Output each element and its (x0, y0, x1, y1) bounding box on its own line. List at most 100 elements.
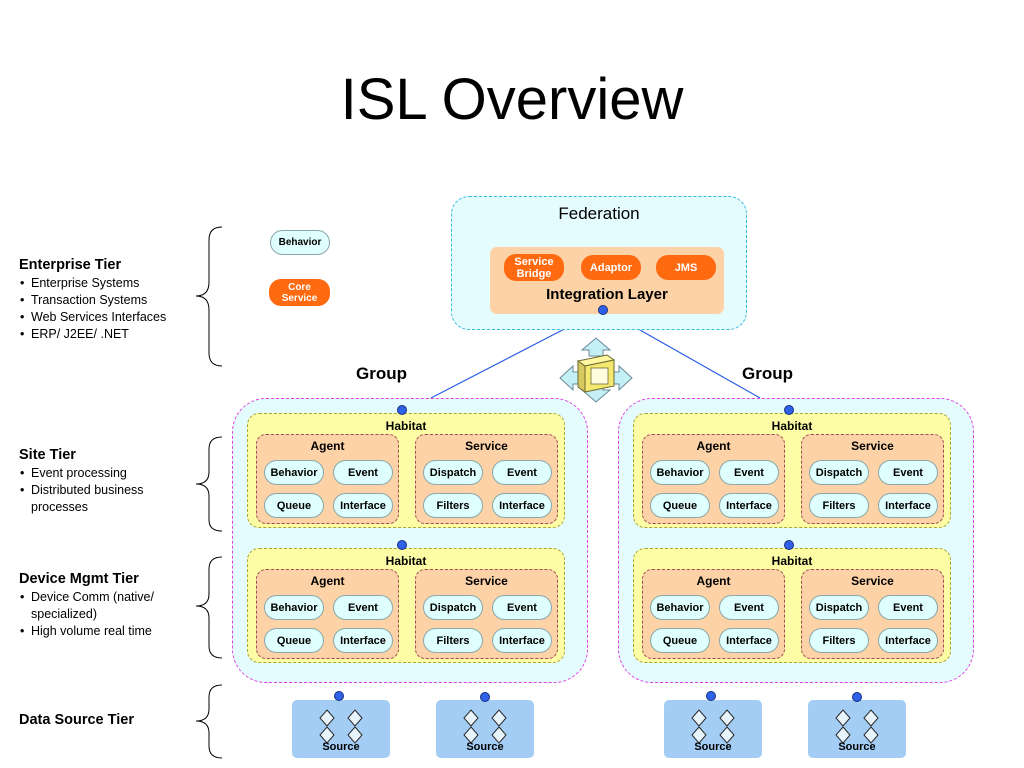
service-component: Dispatch (423, 460, 483, 485)
tier-title: Device Mgmt Tier (19, 571, 139, 587)
connector-dot (784, 405, 794, 415)
data-source: Source (292, 700, 390, 758)
tier-bullet: Transaction Systems (19, 292, 204, 309)
agent-component: Event (333, 595, 393, 620)
source-diamonds-icon (835, 709, 879, 744)
service-component: Filters (423, 493, 483, 518)
service-component: Filters (423, 628, 483, 653)
federation-label: Federation (558, 204, 640, 223)
source-label: Source (322, 741, 360, 753)
service-label: Service (465, 574, 508, 588)
tier-title: Data Source Tier (19, 712, 134, 728)
group-label-left: Group (356, 364, 407, 383)
agent-component: Queue (650, 628, 710, 653)
service-component: Interface (878, 493, 938, 518)
source-label: Source (466, 741, 504, 753)
site-tier: Site Tier Event processing Distributed b… (19, 446, 184, 516)
agent-label: Agent (696, 439, 731, 453)
agent-label: Agent (310, 439, 345, 453)
habitat-label: Habitat (771, 554, 813, 568)
data-source: Source (808, 700, 906, 758)
service-label: Service (465, 439, 508, 453)
service-component: Event (492, 460, 552, 485)
service-label: Service (851, 574, 894, 588)
connector-dot (480, 692, 490, 702)
habitat: Habitat Agent Behavior Event Queue Inter… (633, 548, 951, 663)
agent-component: Interface (719, 493, 779, 518)
service-label: Service (851, 439, 894, 453)
legend-behavior: Behavior (270, 230, 330, 255)
service-component: Interface (492, 628, 552, 653)
agent-component: Event (719, 595, 779, 620)
connector-dot (397, 540, 407, 550)
tier-bullet: High volume real time (19, 623, 184, 640)
source-diamonds-icon (319, 709, 363, 744)
agent-component: Interface (333, 493, 393, 518)
group-label-right: Group (742, 364, 793, 383)
connector-dot (852, 692, 862, 702)
service-component: Filters (809, 493, 869, 518)
service-component: Dispatch (423, 595, 483, 620)
agent-label: Agent (310, 574, 345, 588)
tier-bullet: Enterprise Systems (19, 275, 204, 292)
service-component: Interface (492, 493, 552, 518)
connector-dot (397, 405, 407, 415)
enterprise-tier: Enterprise Tier Enterprise Systems Trans… (19, 256, 204, 343)
habitat-label: Habitat (385, 419, 427, 433)
connector-dot (334, 691, 344, 701)
service-component: Filters (809, 628, 869, 653)
source-label: Source (694, 741, 732, 753)
agent-component: Queue (264, 628, 324, 653)
legend-core-service: Core Service (269, 279, 330, 306)
agent-component: Event (719, 460, 779, 485)
agent-box: Agent Behavior Event Queue Interface (256, 569, 399, 659)
agent-component: Interface (333, 628, 393, 653)
service-box: Service Dispatch Event Filters Interface (415, 434, 558, 524)
service-bridge-pill: Service Bridge (504, 254, 564, 281)
service-component: Event (878, 460, 938, 485)
agent-box: Agent Behavior Event Queue Interface (642, 569, 785, 659)
agent-component: Queue (264, 493, 324, 518)
source-diamonds-icon (691, 709, 735, 744)
jms-pill: JMS (656, 255, 716, 280)
agent-label: Agent (696, 574, 731, 588)
habitat: Habitat Agent Behavior Event Queue Inter… (633, 413, 951, 528)
connector-dot (598, 305, 608, 315)
device-mgmt-tier: Device Mgmt Tier Device Comm (native/ sp… (19, 570, 184, 640)
service-component: Event (878, 595, 938, 620)
data-source: Source (436, 700, 534, 758)
tier-title: Site Tier (19, 447, 76, 463)
tier-bullet: Event processing (19, 465, 184, 482)
server-icon (559, 337, 633, 403)
habitat: Habitat Agent Behavior Event Queue Inter… (247, 413, 565, 528)
tier-bullet: Device Comm (native/ specialized) (19, 589, 184, 623)
agent-component: Interface (719, 628, 779, 653)
service-component: Dispatch (809, 595, 869, 620)
agent-box: Agent Behavior Event Queue Interface (256, 434, 399, 524)
service-box: Service Dispatch Event Filters Interface (415, 569, 558, 659)
adaptor-pill: Adaptor (581, 255, 641, 280)
agent-component: Queue (650, 493, 710, 518)
agent-component: Behavior (650, 595, 710, 620)
habitat-label: Habitat (385, 554, 427, 568)
data-source-tier: Data Source Tier (19, 711, 184, 730)
source-label: Source (838, 741, 876, 753)
agent-box: Agent Behavior Event Queue Interface (642, 434, 785, 524)
service-component: Interface (878, 628, 938, 653)
slide-title: ISL Overview (340, 67, 684, 132)
integration-layer-label: Integration Layer (546, 286, 668, 303)
connector-dot (706, 691, 716, 701)
service-component: Event (492, 595, 552, 620)
agent-component: Behavior (650, 460, 710, 485)
habitat-label: Habitat (771, 419, 813, 433)
habitat: Habitat Agent Behavior Event Queue Inter… (247, 548, 565, 663)
agent-component: Behavior (264, 595, 324, 620)
agent-component: Behavior (264, 460, 324, 485)
service-box: Service Dispatch Event Filters Interface (801, 569, 944, 659)
tier-bullet: Distributed business processes (19, 482, 184, 516)
source-diamonds-icon (463, 709, 507, 744)
tier-title: Enterprise Tier (19, 257, 122, 273)
service-component: Dispatch (809, 460, 869, 485)
service-box: Service Dispatch Event Filters Interface (801, 434, 944, 524)
